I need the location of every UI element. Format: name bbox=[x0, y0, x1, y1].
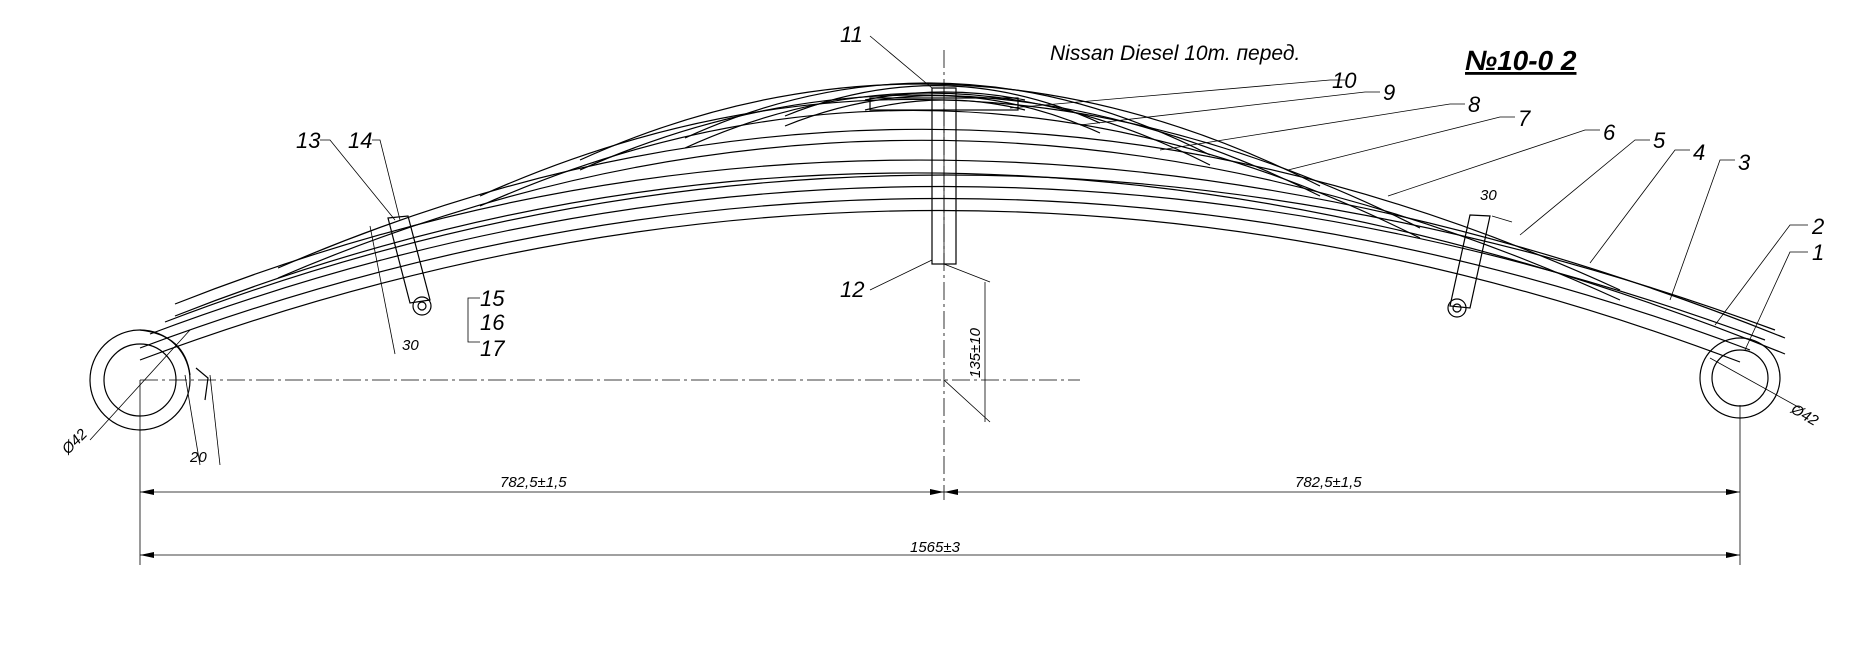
callout-5: 5 bbox=[1653, 128, 1666, 153]
dim-clamp-left: 30 bbox=[402, 337, 419, 354]
dim-eye-right: Ø42 bbox=[1787, 400, 1821, 430]
leaf-4 bbox=[277, 139, 1621, 301]
callout-8: 8 bbox=[1468, 92, 1481, 117]
spring-leaves bbox=[139, 82, 1786, 363]
callout-12: 12 bbox=[840, 277, 864, 302]
dim-height: 135±10 bbox=[967, 327, 984, 378]
drawing-number: №10-0 2 bbox=[1465, 45, 1577, 76]
dim-wrap: 20 bbox=[189, 449, 207, 466]
callout-7: 7 bbox=[1518, 106, 1531, 131]
callout-15: 15 bbox=[480, 286, 505, 311]
leaf-9 bbox=[864, 99, 1026, 111]
callout-14: 14 bbox=[348, 128, 372, 153]
dim-total: 1565±3 bbox=[910, 539, 961, 556]
leader-lines bbox=[320, 35, 1808, 351]
dim-left-half: 782,5±1,5 bbox=[500, 474, 567, 491]
dim-right-half: 782,5±1,5 bbox=[1295, 474, 1362, 491]
right-clamp bbox=[1447, 214, 1513, 318]
left-clamp bbox=[369, 215, 432, 355]
dim-eye-left: Ø42 bbox=[58, 425, 91, 458]
callout-6: 6 bbox=[1603, 120, 1616, 145]
leaf-3 bbox=[174, 172, 1786, 355]
callout-9: 9 bbox=[1383, 80, 1395, 105]
callout-10: 10 bbox=[1332, 68, 1357, 93]
drawing-title: Nissan Diesel 10т. перед. bbox=[1050, 42, 1300, 65]
callout-4: 4 bbox=[1693, 140, 1705, 165]
callout-11: 11 bbox=[840, 22, 863, 47]
callout-3: 3 bbox=[1738, 150, 1751, 175]
leaf-2 bbox=[149, 185, 1766, 341]
leaf-1 bbox=[139, 209, 1741, 363]
leaf-7 bbox=[684, 92, 1211, 166]
dim-clamp-right: 30 bbox=[1480, 187, 1497, 204]
callout-13: 13 bbox=[296, 128, 321, 153]
callout-17: 17 bbox=[480, 336, 505, 361]
callout-numbers: 1 2 3 4 5 6 7 8 9 10 11 12 13 14 15 16 1… bbox=[296, 22, 1824, 361]
callout-16: 16 bbox=[480, 310, 505, 335]
dimension-texts: 782,5±1,5 782,5±1,5 1565±3 135±10 Ø42 Ø4… bbox=[58, 187, 1822, 556]
callout-2: 2 bbox=[1811, 214, 1824, 239]
leaf-8 bbox=[784, 95, 1101, 134]
callout-1: 1 bbox=[1812, 240, 1824, 265]
dimension-lines bbox=[89, 263, 1801, 565]
